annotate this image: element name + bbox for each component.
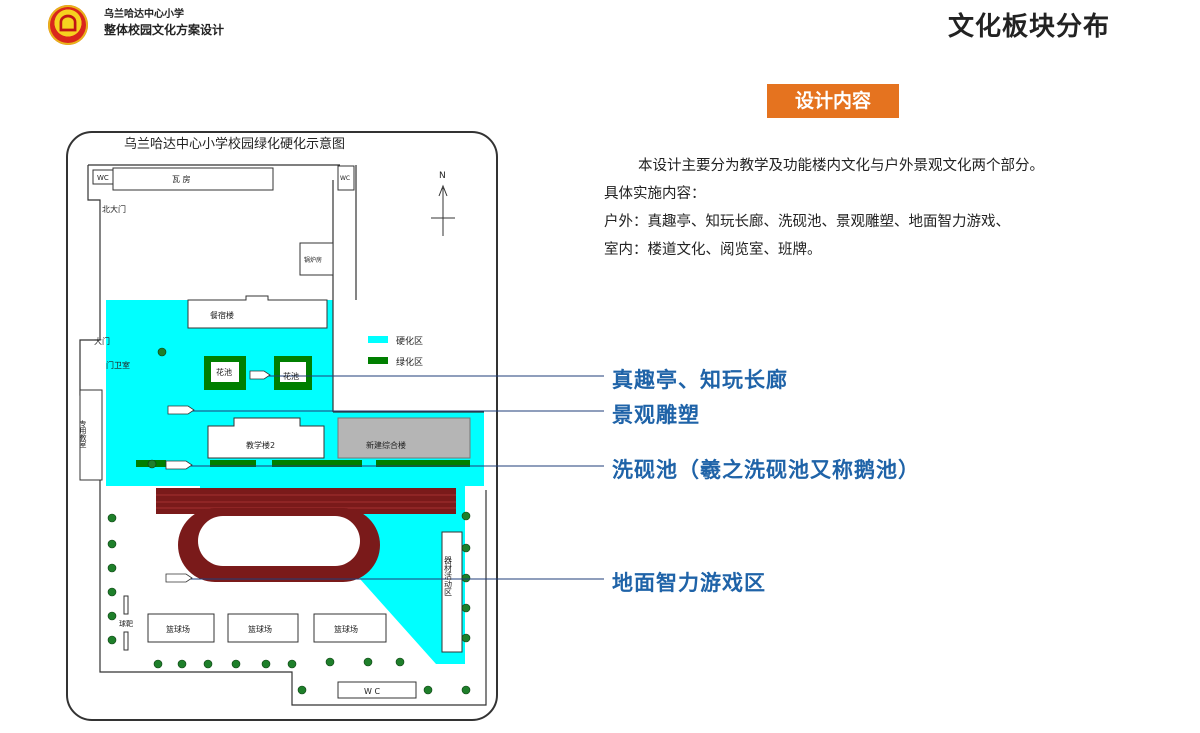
legend-green-swatch	[368, 357, 388, 364]
logo-emblem-icon: ᗝ	[58, 12, 78, 37]
wc-top-label: WC	[97, 174, 109, 182]
boiler-room	[299, 242, 334, 276]
court-2-label: 篮球场	[248, 624, 272, 634]
north-label: N	[439, 171, 446, 181]
wc-bottom	[337, 681, 417, 699]
goal-post-2	[123, 631, 129, 651]
north-arrow-icon	[431, 184, 455, 236]
tree-icons	[107, 347, 471, 695]
flower-pool-1-inner	[211, 362, 239, 382]
canteen-building	[187, 295, 328, 329]
wc-side-label: WC	[340, 175, 350, 182]
wc-bottom-label: W C	[364, 687, 380, 696]
court-1-label: 篮球场	[166, 624, 190, 634]
new-building	[337, 417, 471, 459]
teaching-label: 教学楼2	[246, 440, 275, 450]
school-logo: ᗝ	[48, 5, 88, 45]
map-title: 乌兰哈达中心小学校园绿化硬化示意图	[124, 136, 345, 152]
detail-heading: 具体实施内容：	[604, 186, 706, 202]
canteen-label: 餐宿楼	[210, 310, 234, 320]
boiler-label: 锅炉房	[304, 256, 322, 264]
new-building-label: 新建综合楼	[366, 440, 406, 450]
tile-house-label: 瓦 房	[172, 174, 191, 184]
flower-pool-2-label: 花池	[283, 371, 299, 381]
school-name: 乌兰哈达中心小学	[104, 9, 184, 20]
green-strip-1	[210, 460, 256, 467]
special-room-label: 专用教室	[79, 419, 87, 448]
basketball-court-3	[313, 613, 387, 643]
outdoor-items: 户外：真趣亭、知玩长廊、洗砚池、景观雕塑、地面智力游戏、	[604, 214, 1010, 230]
callout-sculpture: 景观雕塑	[612, 403, 700, 427]
intro-paragraph: 本设计主要分为教学及功能楼内文化与户外景观文化两个部分。	[638, 158, 1044, 174]
hardened-area	[106, 300, 484, 664]
flower-pool-2-inner	[280, 362, 306, 382]
basketball-court-2	[227, 613, 299, 643]
page-title: 文化板块分布	[948, 12, 1111, 42]
legend-green-label: 绿化区	[396, 356, 423, 368]
main-gate-label: 大门	[94, 336, 110, 346]
equipment-area	[441, 531, 463, 653]
section-badge: 设计内容	[767, 84, 899, 118]
legend-hard-label: 硬化区	[396, 335, 423, 347]
special-room	[79, 389, 103, 481]
callout-inkwash-pond: 洗砚池（羲之洗砚池又称鹅池）	[612, 458, 920, 482]
tile-house	[112, 167, 274, 191]
north-gate-label: 北大门	[102, 204, 126, 214]
court-3-label: 篮球场	[334, 624, 358, 634]
guard-label: 门卫室	[106, 360, 130, 370]
green-strip-2	[272, 460, 362, 467]
indoor-items: 室内：楼道文化、阅览室、班牌。	[604, 242, 822, 258]
wc-side	[337, 165, 355, 191]
callout-ground-game: 地面智力游戏区	[612, 571, 766, 595]
legend-hard-swatch	[368, 336, 388, 343]
project-name: 整体校园文化方案设计	[104, 23, 225, 37]
basketball-court-1	[147, 613, 215, 643]
track-infield	[198, 516, 360, 566]
green-strip-3	[376, 460, 470, 467]
teaching-building	[207, 417, 325, 459]
pointer-hand-icons	[165, 370, 271, 583]
equipment-label: 器材活动区	[444, 556, 453, 596]
goal-post-1	[123, 595, 129, 615]
flower-pool-1-label: 花池	[216, 367, 232, 377]
callout-pavilion-corridor: 真趣亭、知玩长廊	[612, 368, 788, 392]
design-content: 本设计主要分为教学及功能楼内文化与户外景观文化两个部分。 具体实施内容： 户外：…	[604, 152, 1074, 264]
goal-label: 球靶	[119, 619, 133, 628]
